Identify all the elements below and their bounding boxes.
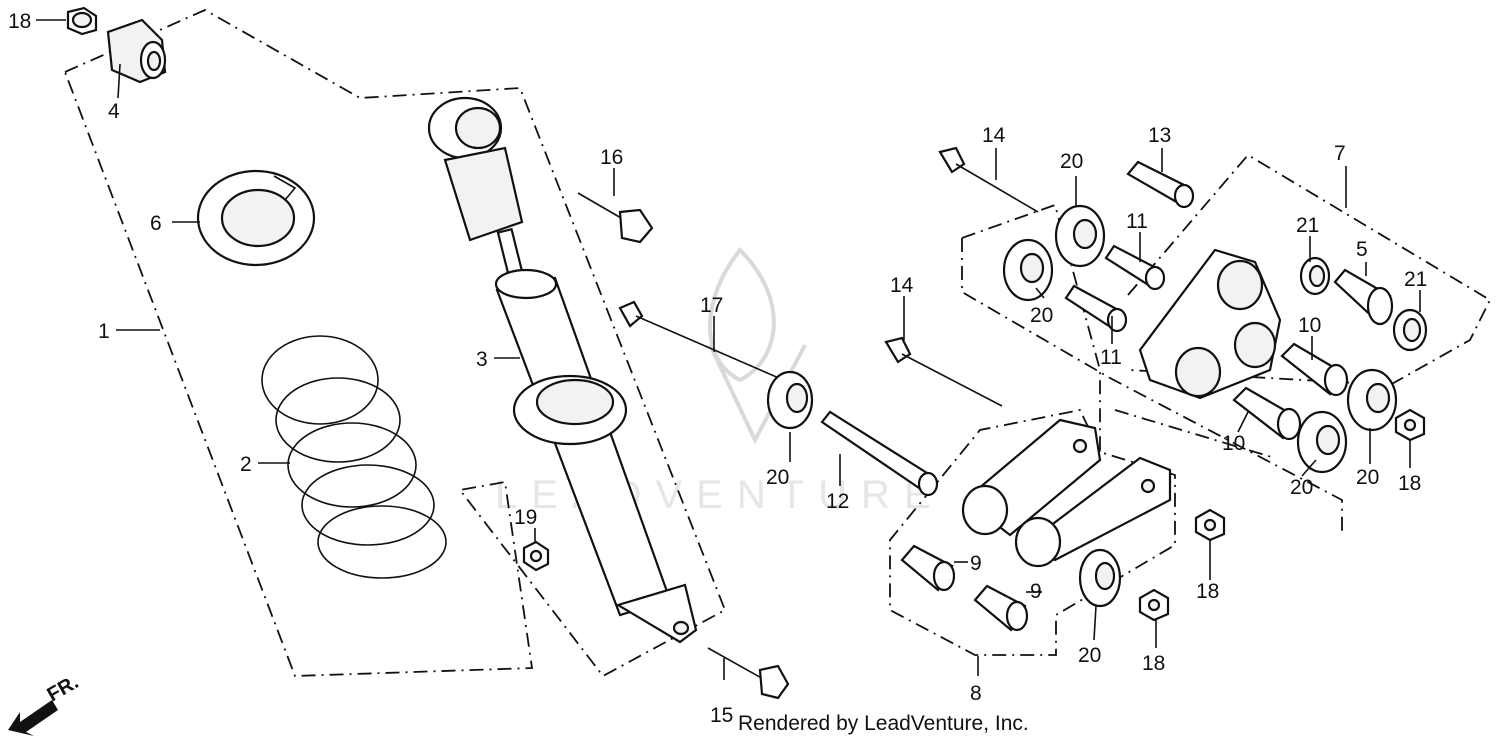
callout-1: 1 <box>98 320 110 343</box>
callout-15: 15 <box>710 704 733 727</box>
group-outline-arm <box>889 203 1176 656</box>
callout-20: 20 <box>1030 304 1053 327</box>
callout-19: 19 <box>514 506 537 529</box>
part-nut-18-middle <box>1194 508 1226 542</box>
part-washer-20-d <box>1296 410 1348 474</box>
callout-18: 18 <box>1142 652 1165 675</box>
part-washer-20-e <box>1346 368 1398 432</box>
part-bolt-14-top <box>938 146 1039 213</box>
callout-11: 11 <box>1126 210 1148 233</box>
callout-12: 12 <box>826 490 849 513</box>
part-bushing-21-b <box>1392 308 1428 352</box>
callout-20: 20 <box>1356 466 1379 489</box>
callout-20: 20 <box>1290 476 1313 499</box>
callout-10: 10 <box>1298 314 1321 337</box>
direction-label: FR. <box>44 671 83 706</box>
part-spring-2 <box>261 335 447 579</box>
callout-20: 20 <box>1078 644 1101 667</box>
callout-14: 14 <box>890 274 914 297</box>
group-outline-rod <box>961 238 1343 532</box>
callout-20: 20 <box>1060 150 1083 173</box>
part-collar-9-a <box>900 544 956 592</box>
group-outline-cushion <box>64 8 727 678</box>
front-direction-arrow-icon <box>8 700 58 736</box>
part-nut-18-right <box>1394 408 1426 442</box>
callout-18: 18 <box>8 10 31 33</box>
callout-18: 18 <box>1196 580 1219 603</box>
callout-17: 17 <box>700 294 723 317</box>
part-collar-10-a <box>1280 342 1349 397</box>
part-pipe-12 <box>820 410 939 497</box>
leadventure-watermark: LEADVENTURE <box>495 247 945 517</box>
callout-10: 10 <box>1222 432 1245 455</box>
callout-11: 11 <box>1100 346 1122 369</box>
callout-16: 16 <box>600 146 623 169</box>
part-bushing-21-a <box>1299 256 1331 296</box>
credit-text: Rendered by LeadVenture, Inc. <box>738 712 1029 735</box>
callout-7: 7 <box>1334 142 1346 165</box>
part-bolt-15 <box>707 647 790 700</box>
part-bushing-4 <box>106 18 167 84</box>
callout-2: 2 <box>240 453 252 476</box>
part-washer-20-b <box>1054 204 1106 268</box>
part-collar-10-b <box>1232 386 1302 441</box>
part-washer-20-f <box>1078 548 1122 608</box>
part-collar-5 <box>1333 268 1394 326</box>
callout-8: 8 <box>970 682 982 705</box>
callout-14: 14 <box>982 124 1006 147</box>
callout-18: 18 <box>1398 472 1421 495</box>
callout-9: 9 <box>1030 580 1042 603</box>
part-collar-11-b <box>1064 284 1128 333</box>
callout-21: 21 <box>1296 214 1319 237</box>
part-nut-18-bottom <box>1138 588 1170 622</box>
callout-5: 5 <box>1356 238 1368 261</box>
leader-lines <box>36 19 1421 680</box>
part-nut-19 <box>522 540 550 572</box>
part-arm-8 <box>961 418 1172 568</box>
callout-4: 4 <box>108 100 120 123</box>
callout-6: 6 <box>150 212 162 235</box>
callout-21: 21 <box>1404 268 1427 291</box>
callout-3: 3 <box>476 348 488 371</box>
part-nut-18-top <box>66 6 98 36</box>
part-shock-absorber-3 <box>427 96 698 644</box>
part-collar-11-a <box>1104 244 1166 291</box>
callout-20: 20 <box>766 466 789 489</box>
part-washer-20-c <box>1002 238 1054 302</box>
part-bolt-14-mid <box>884 336 1003 407</box>
watermark-text: LEADVENTURE <box>495 473 945 517</box>
part-collar-13 <box>1126 160 1195 209</box>
callout-13: 13 <box>1148 124 1171 147</box>
part-washer-20-a <box>766 370 814 430</box>
part-link-7 <box>1138 248 1282 400</box>
part-collar-9-b <box>973 584 1029 632</box>
part-spring-seat-6 <box>196 169 316 267</box>
callout-9: 9 <box>970 552 982 575</box>
part-bolt-16 <box>577 192 654 244</box>
part-bolt-17 <box>618 300 789 383</box>
